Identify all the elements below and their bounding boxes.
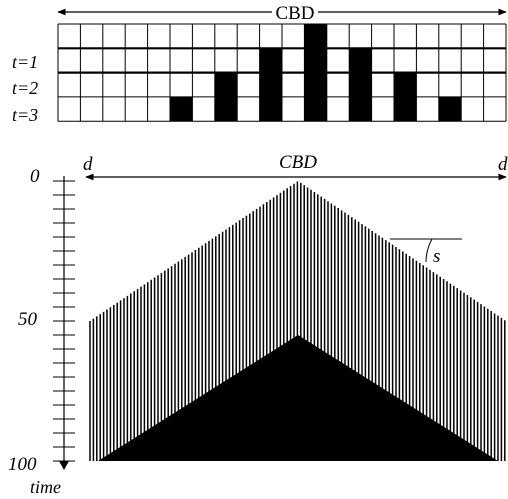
row-label-t3: t=3 xyxy=(12,105,38,125)
time-axis: 0 50 100 time xyxy=(8,166,75,497)
tick-label-0: 0 xyxy=(30,166,40,187)
row-label-t1: t=1 xyxy=(12,52,38,72)
tick-label-100: 100 xyxy=(8,454,37,475)
top-panel: CBD t=1 t=2 t=3 xyxy=(12,3,507,125)
slope-angle-arc xyxy=(425,238,433,263)
solid-region xyxy=(98,335,498,461)
tick-label-50: 50 xyxy=(18,309,38,330)
bottom-title: CBD xyxy=(279,152,317,173)
striped-region xyxy=(89,181,506,461)
time-axis-arrowhead xyxy=(59,461,69,470)
top-grid xyxy=(57,23,507,122)
occupancy-bar xyxy=(438,96,462,122)
occupancy-bar xyxy=(394,72,417,122)
left-d-label: d xyxy=(83,154,93,175)
occupancy-bar xyxy=(214,72,238,122)
bottom-panel: CBD d d s 0 50 100 time xyxy=(8,152,508,497)
slope-label: s xyxy=(433,246,440,267)
occupancy-bar xyxy=(349,48,372,122)
slope-annotation: s xyxy=(390,238,462,267)
minor-ticks xyxy=(53,180,75,462)
occupancy-bar xyxy=(259,48,282,122)
top-title: CBD xyxy=(275,3,314,24)
time-axis-title: time xyxy=(30,477,61,497)
right-d-label: d xyxy=(498,154,508,175)
occupancy-bar xyxy=(304,24,327,122)
occupancy-bar xyxy=(170,96,193,122)
row-label-t2: t=2 xyxy=(12,78,38,98)
